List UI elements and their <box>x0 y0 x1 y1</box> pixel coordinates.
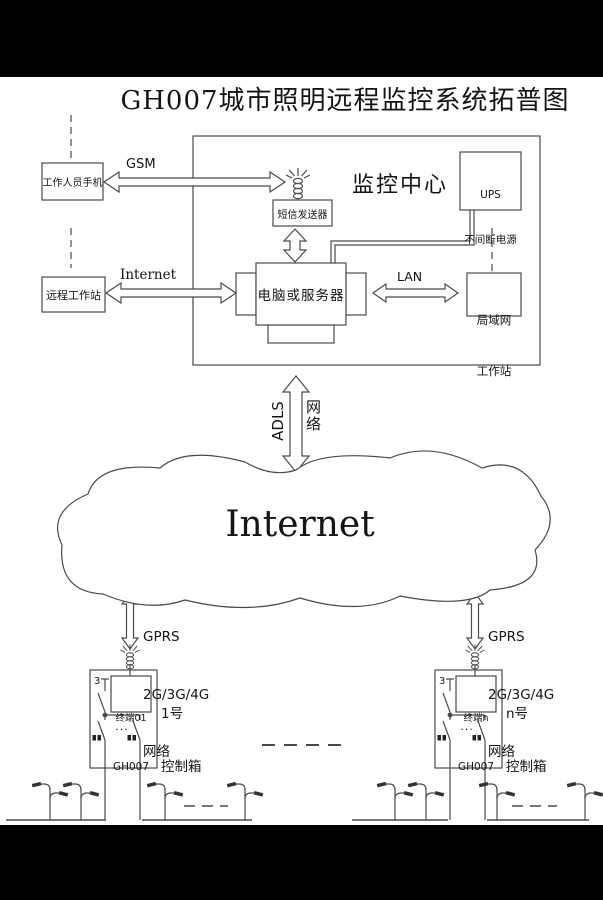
lan-ws-line2: 工作站 <box>476 364 512 378</box>
link-arrows <box>102 170 485 651</box>
gprs-right-line2: 2G/3G/4G <box>488 686 555 703</box>
gprs-right-line3: 网络 <box>488 744 515 760</box>
bottom-black-bar <box>0 825 603 900</box>
control-box-n-name: n号 控制箱 <box>506 671 547 811</box>
terminal-1-model: GH007 <box>112 761 150 773</box>
cbn-name-line1: n号 <box>506 706 529 722</box>
ups-power-line <box>330 210 475 263</box>
terminal-n-id: 终端n <box>463 713 489 724</box>
gprs-right-label: GPRS 2G/3G/4G 网络 <box>488 590 554 801</box>
cbn-phase-label: 3 <box>439 676 446 687</box>
cb1-name-line1: 1号 <box>161 706 184 722</box>
ups-label: UPS 不间断电源 <box>460 158 521 278</box>
cbn-name-line2: 控制箱 <box>506 758 547 775</box>
adls-network-label: 网络 <box>306 398 322 433</box>
control-box-n <box>434 664 503 820</box>
remote-workstation-label: 远程工作站 <box>46 288 101 302</box>
top-black-bar <box>0 0 603 77</box>
cb1-name-line2: 控制箱 <box>161 758 202 775</box>
lan-link-label: LAN <box>397 269 423 284</box>
gprs-left-line2: 2G/3G/4G <box>143 686 210 703</box>
lan-workstation-box <box>466 272 522 317</box>
dashed-links <box>70 115 493 271</box>
lan-arrow <box>371 282 460 304</box>
lan-workstation-label: 局域网 工作站 <box>467 278 521 414</box>
internet-cloud-label: Internet <box>225 504 375 545</box>
page-title: GH007城市照明远程监控系统拓普图 <box>120 86 570 116</box>
monitoring-center-label: 监控中心 <box>352 173 449 198</box>
terminal-n-model: GH007 <box>457 761 495 773</box>
control-box-1 <box>89 664 158 820</box>
ups-box <box>459 151 522 211</box>
sms-sender-label: 短信发送器 <box>277 209 328 221</box>
gprs-right-line1: GPRS <box>488 629 525 645</box>
ups-line2: 不间断电源 <box>464 234 517 246</box>
cb1-dots: ... <box>115 720 129 733</box>
computer-server-label: 电脑或服务器 <box>257 288 345 304</box>
control-box-1-name: 1号 控制箱 <box>161 671 202 811</box>
staff-phone-box <box>41 162 104 201</box>
monitoring-center-box <box>192 135 541 366</box>
gsm-arrow <box>102 170 287 194</box>
continuation-dashes <box>184 744 557 807</box>
gprs-left-line1: GPRS <box>143 629 180 645</box>
internet-arrow <box>104 281 238 305</box>
terminal-n-label: 终端n GH007 <box>456 679 496 807</box>
gprs-left-line3: 网络 <box>143 744 170 760</box>
cb1-phase-label: 3 <box>94 676 101 687</box>
radio-antenna-icon <box>285 167 311 200</box>
terminal-1-id: 终端01 <box>115 713 147 724</box>
ups-line1: UPS <box>480 189 501 201</box>
gprs-arrow-right <box>465 591 485 651</box>
internet-link-label: Internet <box>120 267 177 283</box>
computer-server-box <box>235 262 367 344</box>
sms-computer-arrow <box>282 228 308 263</box>
remote-workstation-box <box>41 276 106 313</box>
adls-label: ADLS <box>269 401 287 441</box>
sms-sender-box <box>272 199 333 227</box>
internet-cloud <box>57 450 551 609</box>
staff-phone-label: 工作人员手机 <box>42 178 103 189</box>
terminal-1-label: 终端01 GH007 <box>111 679 151 807</box>
cbn-dots: ... <box>460 720 474 733</box>
gprs-left-label: GPRS 2G/3G/4G 网络 <box>143 590 209 801</box>
lan-ws-line1: 局域网 <box>476 313 512 327</box>
gsm-link-label: GSM <box>126 157 156 172</box>
